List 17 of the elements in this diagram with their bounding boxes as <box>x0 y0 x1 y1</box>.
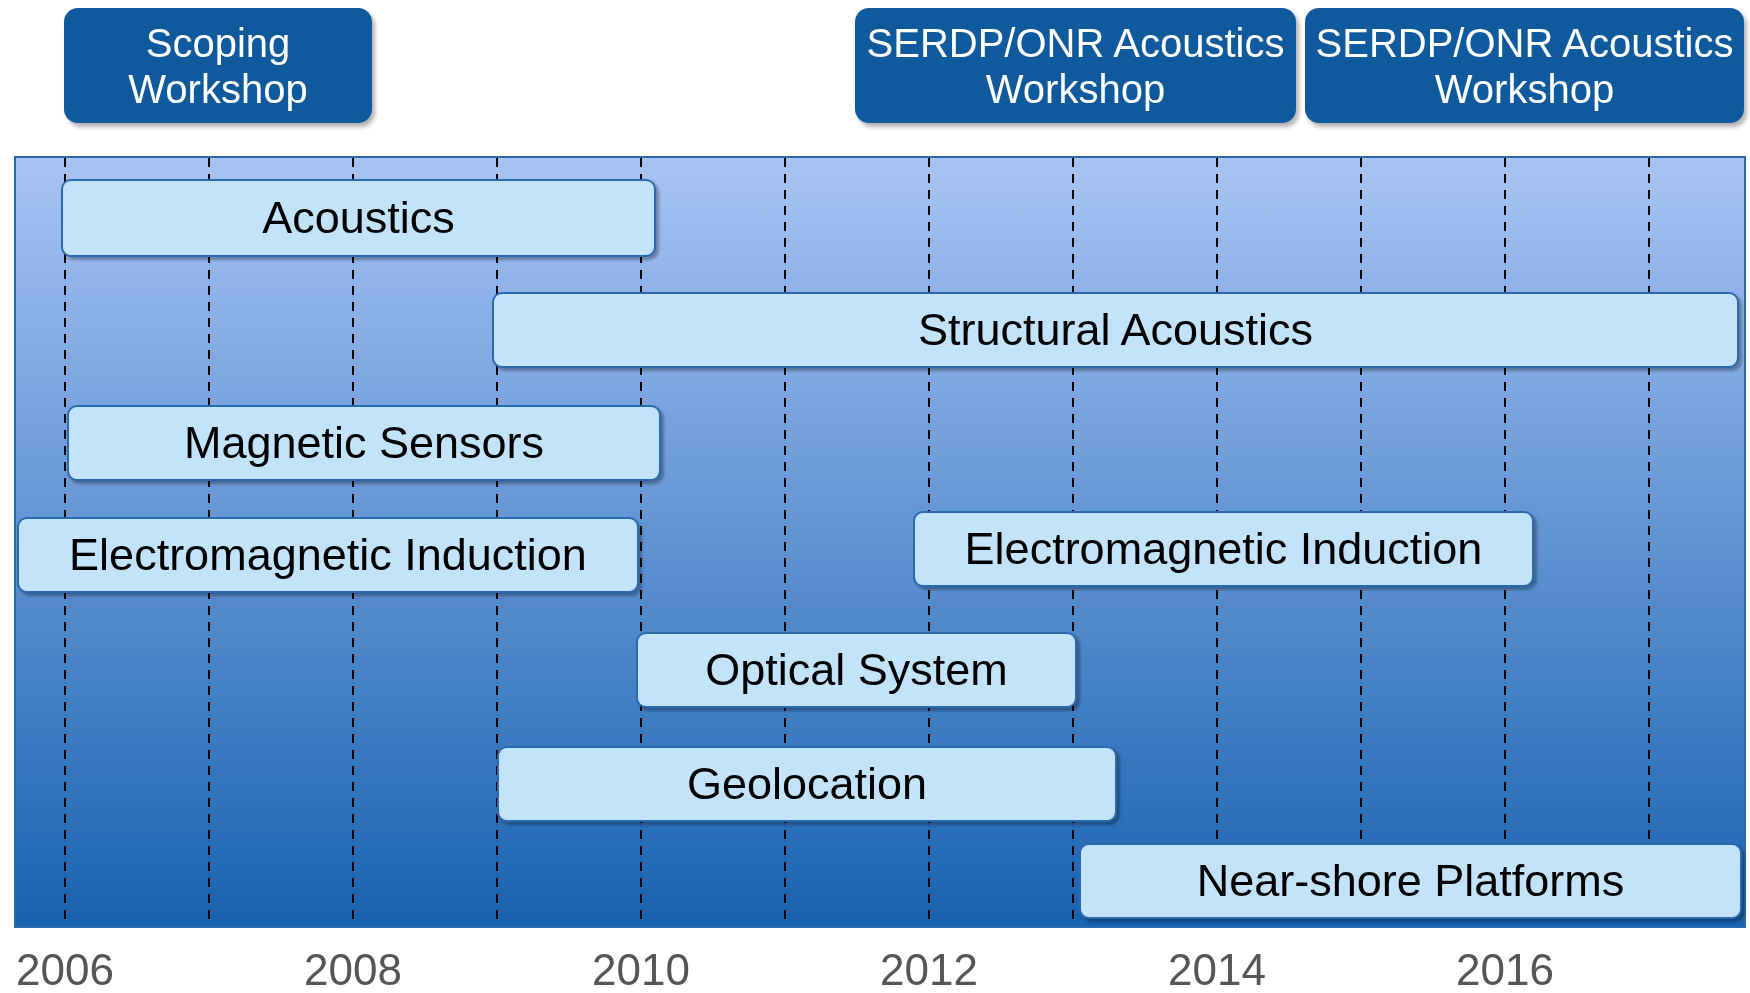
year-label: 2014 <box>1168 945 1266 993</box>
timeline-bar: Optical System <box>636 632 1077 708</box>
timeline-bar: Electromagnetic Induction <box>913 511 1534 587</box>
workshop-box: SERDP/ONR Acoustics Workshop <box>1305 8 1744 123</box>
timeline-bar: Electromagnetic Induction <box>17 517 639 593</box>
timeline-bar: Magnetic Sensors <box>67 405 661 481</box>
timeline-bar: Structural Acoustics <box>492 292 1739 368</box>
workshop-box: Scoping Workshop <box>64 8 372 123</box>
year-label: 2008 <box>304 945 402 993</box>
timeline-bar: Geolocation <box>497 746 1117 822</box>
year-label: 2012 <box>880 945 978 993</box>
timeline-bar: Near-shore Platforms <box>1079 843 1742 919</box>
year-label: 2006 <box>16 945 114 993</box>
year-label: 2016 <box>1456 945 1554 993</box>
timeline-bar: Acoustics <box>61 179 656 257</box>
year-label: 2010 <box>592 945 690 993</box>
workshop-box: SERDP/ONR Acoustics Workshop <box>855 8 1296 123</box>
